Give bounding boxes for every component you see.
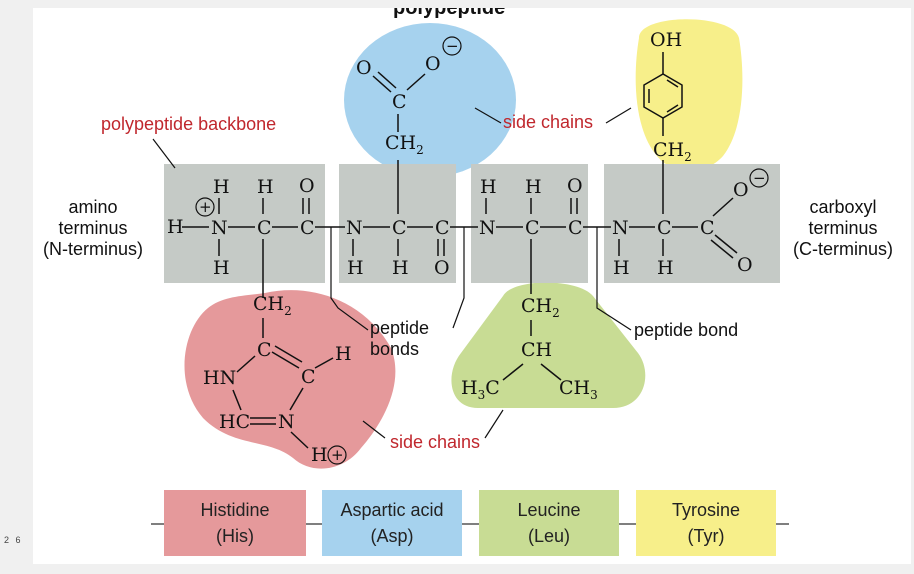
atom-n-4: N	[612, 217, 629, 239]
atom-h-ca2-bottom: H	[392, 257, 409, 279]
atom-o-carboxylate-bottom: O	[737, 254, 753, 276]
histidine-side-chain-shape	[184, 290, 396, 469]
carboxyl-terminus-label: carboxyl	[809, 197, 876, 217]
atom-c-carbonyl-3: C	[568, 217, 583, 239]
key-name-aspartic-acid: Aspartic acid	[340, 500, 443, 520]
key-box-tyrosine	[636, 490, 776, 556]
key-abbr-histidine: (His)	[216, 526, 254, 546]
his-h-c5: H	[335, 343, 352, 365]
aspartic-acid-side-chain-shape	[344, 23, 516, 177]
amino-terminus-label: amino	[68, 197, 117, 217]
atom-c-alpha-4: C	[657, 217, 672, 239]
atom-c-alpha-2: C	[392, 217, 407, 239]
key-abbr-aspartic-acid: (Asp)	[370, 526, 413, 546]
key-name-histidine: Histidine	[200, 500, 269, 520]
page-number: 2 6	[4, 535, 23, 545]
atom-h-n3-top: H	[480, 176, 497, 198]
negative-charge-icon-asp	[442, 36, 462, 56]
atom-o-3: O	[567, 175, 583, 197]
peptide-bond-label: peptide bond	[634, 320, 738, 340]
atom-o-carboxylate-top: O	[733, 179, 749, 201]
polypeptide-diagram: polypeptide H + N H H C H C O N H C H C …	[43, 8, 893, 556]
backbone-box-1	[164, 164, 325, 283]
backbone-box-3	[471, 164, 588, 283]
asp-o-double: O	[356, 57, 372, 79]
key-box-leucine	[479, 490, 619, 556]
key-name-leucine: Leucine	[517, 500, 580, 520]
key-name-tyrosine: Tyrosine	[672, 500, 740, 520]
atom-h-ca1-top: H	[257, 176, 274, 198]
asp-c: C	[392, 91, 407, 113]
atom-n-3: N	[479, 217, 496, 239]
carboxyl-terminus-label-2: terminus	[808, 218, 877, 238]
his-c4: C	[257, 339, 272, 361]
leu-ch3: CH3	[559, 377, 598, 402]
tyr-ch2: CH2	[653, 139, 692, 164]
his-nh: HN	[203, 367, 236, 389]
key-box-aspartic-acid	[322, 490, 462, 556]
tyr-oh: OH	[650, 29, 682, 51]
his-ch2: CH2	[253, 293, 292, 318]
leu-ch: CH	[521, 339, 552, 361]
leu-ch2: CH2	[521, 295, 560, 320]
atom-c-carbonyl-2: C	[435, 217, 450, 239]
figure-page: polypeptide H + N H H C H C O N H C H C …	[33, 8, 911, 564]
his-h-plus: H	[311, 444, 328, 466]
key-abbr-tyrosine: (Tyr)	[688, 526, 725, 546]
positive-charge-icon-n-term	[195, 197, 215, 217]
atom-o-1: O	[299, 175, 315, 197]
key-abbr-leucine: (Leu)	[528, 526, 570, 546]
positive-charge-icon-his	[327, 445, 347, 465]
polypeptide-backbone-label: polypeptide backbone	[101, 114, 276, 134]
his-n-plus: N	[278, 411, 295, 433]
atom-h-n1-bottom: H	[213, 257, 230, 279]
atom-h-n-term-left: H	[167, 216, 184, 238]
atom-c-carboxyl: C	[700, 217, 715, 239]
asp-ch2: CH2	[385, 132, 424, 157]
figure-title-partial: polypeptide	[393, 8, 505, 19]
carboxyl-terminus-label-3: (C-terminus)	[793, 239, 893, 259]
atom-h-n4-bottom: H	[613, 257, 630, 279]
atom-h-n1-top: H	[213, 176, 230, 198]
side-chains-label-bottom: side chains	[390, 432, 480, 452]
atom-c-carbonyl-1: C	[300, 217, 315, 239]
key-box-histidine	[164, 490, 306, 556]
backbone-box-4	[604, 164, 780, 283]
svg-text:+: +	[331, 446, 344, 464]
atom-n-1: N	[211, 217, 228, 239]
peptide-bonds-label-2: bonds	[370, 339, 419, 359]
atom-c-alpha-1: C	[257, 217, 272, 239]
his-c5: C	[301, 366, 316, 388]
his-c2: HC	[219, 411, 250, 433]
asp-o-minus: O	[425, 53, 441, 75]
peptide-bonds-label: peptide	[370, 318, 429, 338]
svg-text:+: +	[199, 198, 212, 216]
svg-text:−: −	[446, 37, 459, 55]
leu-h3c: H3C	[461, 377, 500, 402]
leucine-side-chain-shape	[451, 282, 646, 408]
atom-h-ca3-top: H	[525, 176, 542, 198]
atom-h-ca4-bottom: H	[657, 257, 674, 279]
amino-terminus-label-3: (N-terminus)	[43, 239, 143, 259]
atom-o-2: O	[434, 257, 450, 279]
amino-terminus-label-2: terminus	[58, 218, 127, 238]
atom-c-alpha-3: C	[525, 217, 540, 239]
side-chains-label-top: side chains	[503, 112, 593, 132]
atom-n-2: N	[346, 217, 363, 239]
atom-h-n2-bottom: H	[347, 257, 364, 279]
svg-text:−: −	[753, 169, 766, 187]
negative-charge-icon-c-term	[749, 168, 769, 188]
